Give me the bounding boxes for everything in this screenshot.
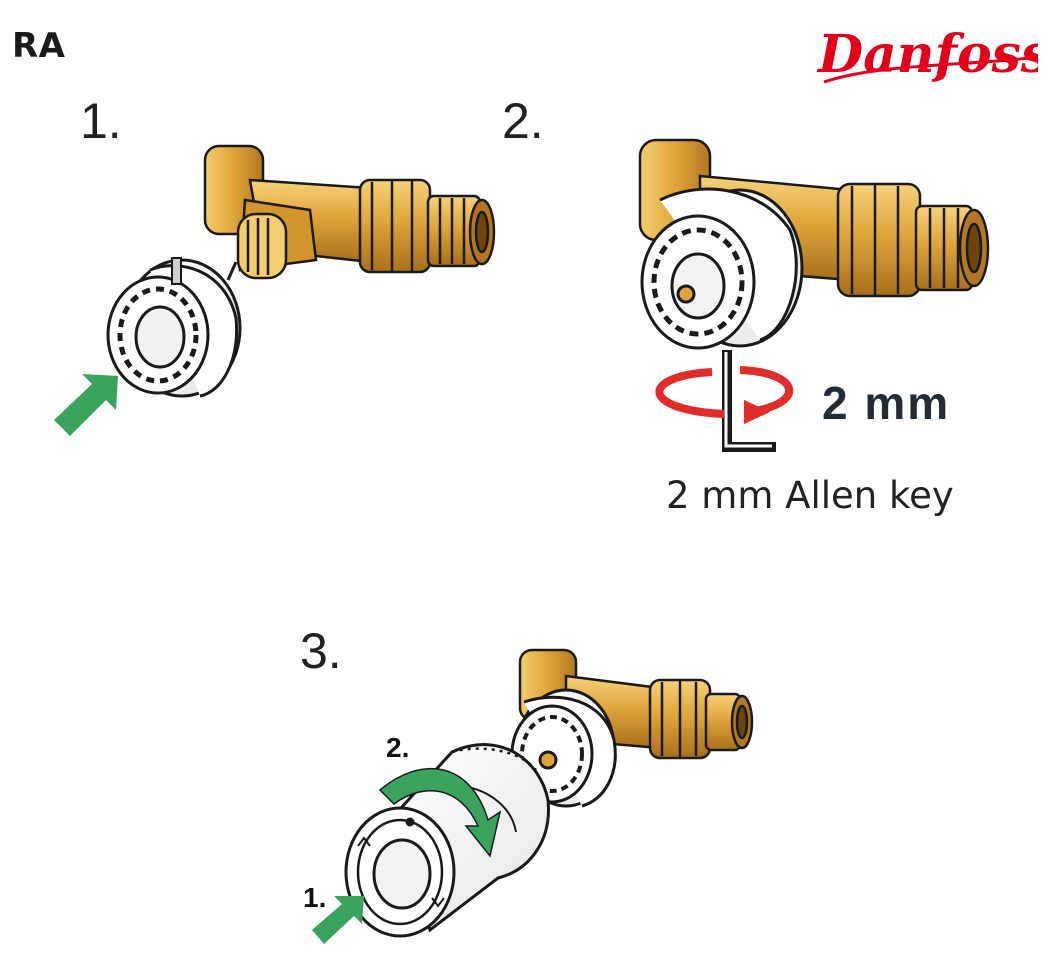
- allen-key-label: 2 mm Allen key: [666, 474, 954, 517]
- allen-key-icon: [724, 352, 772, 448]
- step-3-number: 3.: [300, 623, 342, 679]
- allen-key-size: 2 mm: [822, 377, 951, 429]
- header-label: RA: [12, 26, 66, 66]
- step-3-substep-1: 1.: [303, 882, 327, 913]
- thermostat-head-icon: [344, 743, 550, 938]
- allen-key-icon: [722, 350, 776, 452]
- valve-body-icon: [203, 144, 496, 281]
- adapter-ring-icon: [106, 257, 242, 398]
- danfoss-logo: Danfoss: [816, 24, 1038, 85]
- valve-body-icon: [518, 648, 754, 760]
- adapter-ring-icon: [640, 187, 804, 350]
- push-arrow-icon: [312, 896, 364, 944]
- step-2-number: 2.: [502, 93, 544, 149]
- step-1-number: 1.: [80, 93, 122, 149]
- logo-swash: [823, 56, 1031, 84]
- step-3-substep-2: 2.: [386, 732, 410, 763]
- rotate-arrow-icon: [378, 767, 502, 858]
- rotate-arrow-icon: [655, 366, 794, 418]
- rotate-arrow-icon: [744, 400, 770, 424]
- push-arrow-icon: [54, 374, 118, 436]
